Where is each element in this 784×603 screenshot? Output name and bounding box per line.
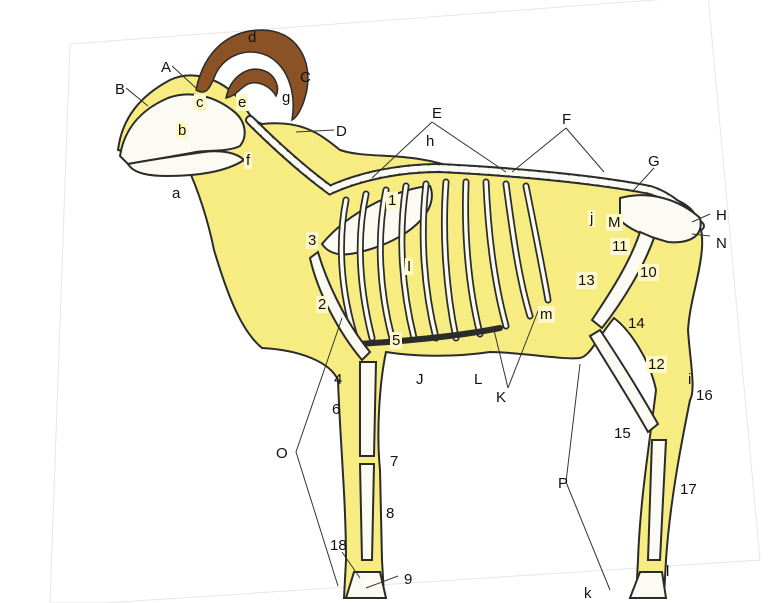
fore-hoof: [346, 572, 386, 598]
label-k: k: [584, 586, 592, 601]
label-2: 2: [316, 296, 328, 313]
label-G: G: [648, 154, 660, 169]
label-b: b: [176, 122, 188, 139]
label-14: 14: [628, 316, 645, 331]
label-8: 8: [386, 506, 394, 521]
label-L: L: [474, 372, 482, 387]
label-g: g: [282, 90, 290, 105]
label-1: 1: [386, 192, 398, 209]
label-E: E: [432, 106, 442, 121]
label-17: 17: [680, 482, 697, 497]
label-K: K: [496, 390, 506, 405]
label-A: A: [161, 60, 171, 75]
label-13: 13: [576, 272, 597, 289]
label-H: H: [716, 208, 727, 223]
label-a: a: [172, 186, 180, 201]
label-11: 11: [610, 238, 630, 255]
label-12: 12: [646, 356, 667, 373]
label-18: 18: [330, 538, 347, 553]
label-j: j: [588, 210, 595, 227]
label-M: M: [606, 214, 623, 231]
label-10: 10: [638, 264, 659, 281]
label-J: J: [416, 372, 424, 387]
label-O: O: [276, 446, 288, 461]
label-N: N: [716, 236, 727, 251]
metacarpus: [360, 464, 374, 560]
label-16: 16: [696, 388, 713, 403]
label-C: C: [300, 70, 311, 85]
label-9: 9: [404, 572, 412, 587]
label-P: P: [558, 476, 568, 491]
label-l: l: [666, 564, 669, 579]
label-i: i: [688, 372, 691, 387]
label-7: 7: [390, 454, 398, 469]
label-f: f: [244, 152, 252, 169]
label-m: m: [538, 306, 555, 323]
hind-hoof: [630, 572, 666, 598]
label-d: d: [248, 30, 256, 45]
label-e: e: [236, 94, 248, 111]
label-5: 5: [390, 332, 402, 349]
radius: [360, 362, 376, 456]
label-F: F: [562, 112, 571, 127]
label-I: I: [405, 258, 413, 275]
label-15: 15: [614, 426, 631, 441]
label-h: h: [426, 134, 434, 149]
label-D: D: [336, 124, 347, 139]
label-B: B: [115, 82, 125, 97]
label-3: 3: [306, 232, 318, 249]
label-c: c: [194, 94, 206, 111]
label-4: 4: [334, 372, 342, 387]
label-6: 6: [332, 402, 340, 417]
